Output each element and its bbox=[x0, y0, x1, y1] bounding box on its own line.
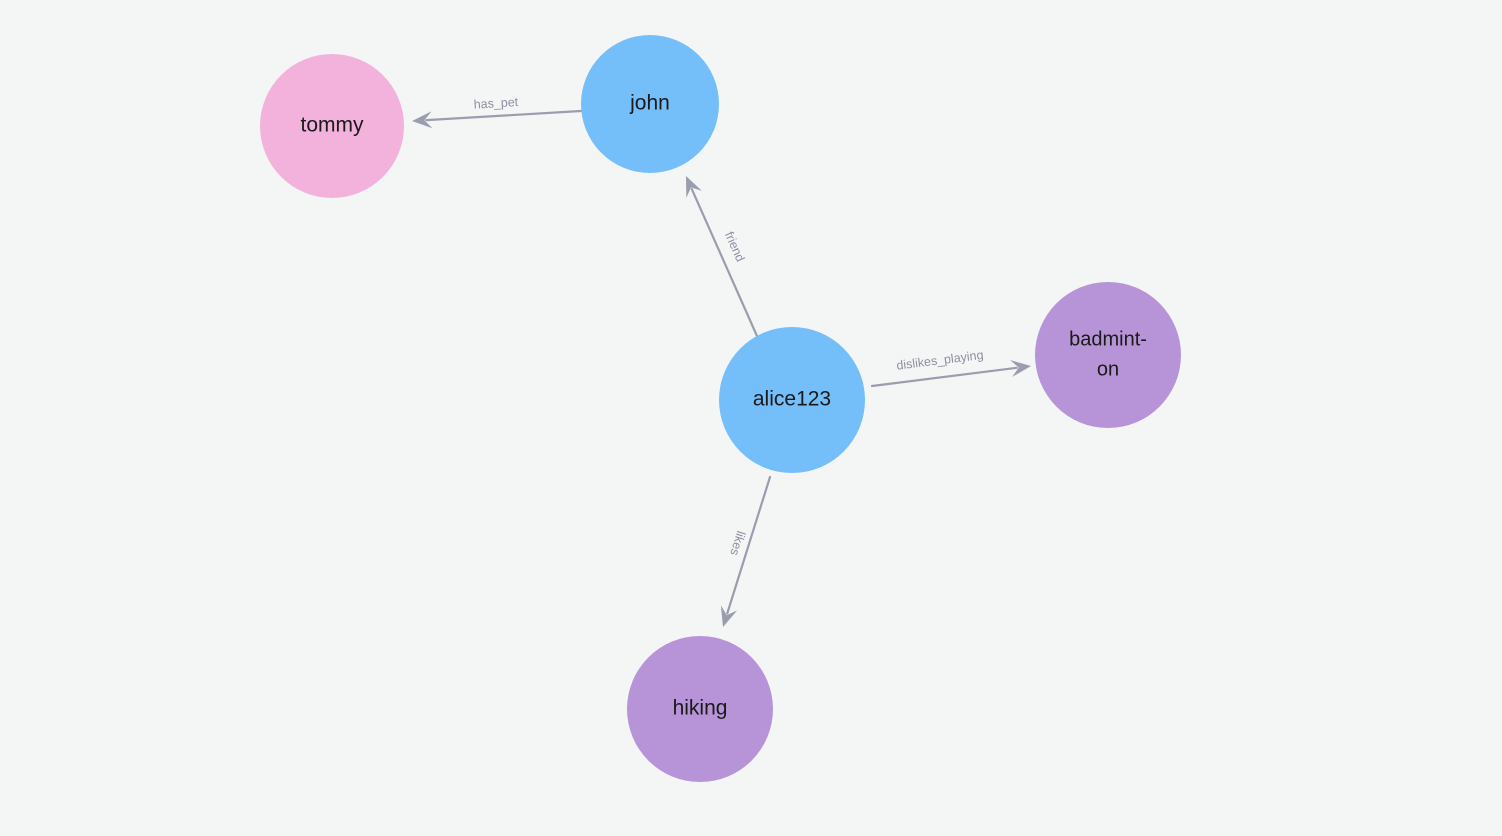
nodes-layer: tommy john alice123 badmint-on hiking bbox=[260, 35, 1181, 782]
graph-node-tommy[interactable]: tommy bbox=[260, 54, 404, 198]
edge-label: friend bbox=[722, 230, 748, 264]
edge-line bbox=[870, 366, 1018, 388]
edge-arrowhead-icon bbox=[720, 605, 738, 627]
graph-edge[interactable]: has_pet bbox=[412, 95, 583, 129]
edge-line bbox=[726, 475, 772, 615]
edge-line bbox=[690, 188, 759, 338]
edge-line bbox=[425, 109, 583, 122]
graph-edge[interactable]: likes bbox=[720, 475, 772, 627]
edge-label: has_pet bbox=[473, 95, 519, 112]
node-circle[interactable] bbox=[1035, 282, 1181, 428]
node-circle[interactable] bbox=[581, 35, 719, 173]
edge-label: dislikes_playing bbox=[896, 348, 985, 373]
edge-arrowhead-icon bbox=[412, 111, 433, 129]
graph-node-badminton[interactable]: badmint-on bbox=[1035, 282, 1181, 428]
graph-node-hiking[interactable]: hiking bbox=[627, 636, 773, 782]
node-circle[interactable] bbox=[719, 327, 865, 473]
graph-edge[interactable]: dislikes_playing bbox=[870, 348, 1031, 388]
node-circle[interactable] bbox=[627, 636, 773, 782]
graph-node-alice123[interactable]: alice123 bbox=[719, 327, 865, 473]
graph-node-john[interactable]: john bbox=[581, 35, 719, 173]
edge-label: likes bbox=[727, 529, 748, 557]
node-circle[interactable] bbox=[260, 54, 404, 198]
edge-arrowhead-icon bbox=[1010, 360, 1031, 377]
graph-edge[interactable]: friend bbox=[686, 176, 759, 338]
edge-arrowhead-icon bbox=[686, 176, 702, 198]
